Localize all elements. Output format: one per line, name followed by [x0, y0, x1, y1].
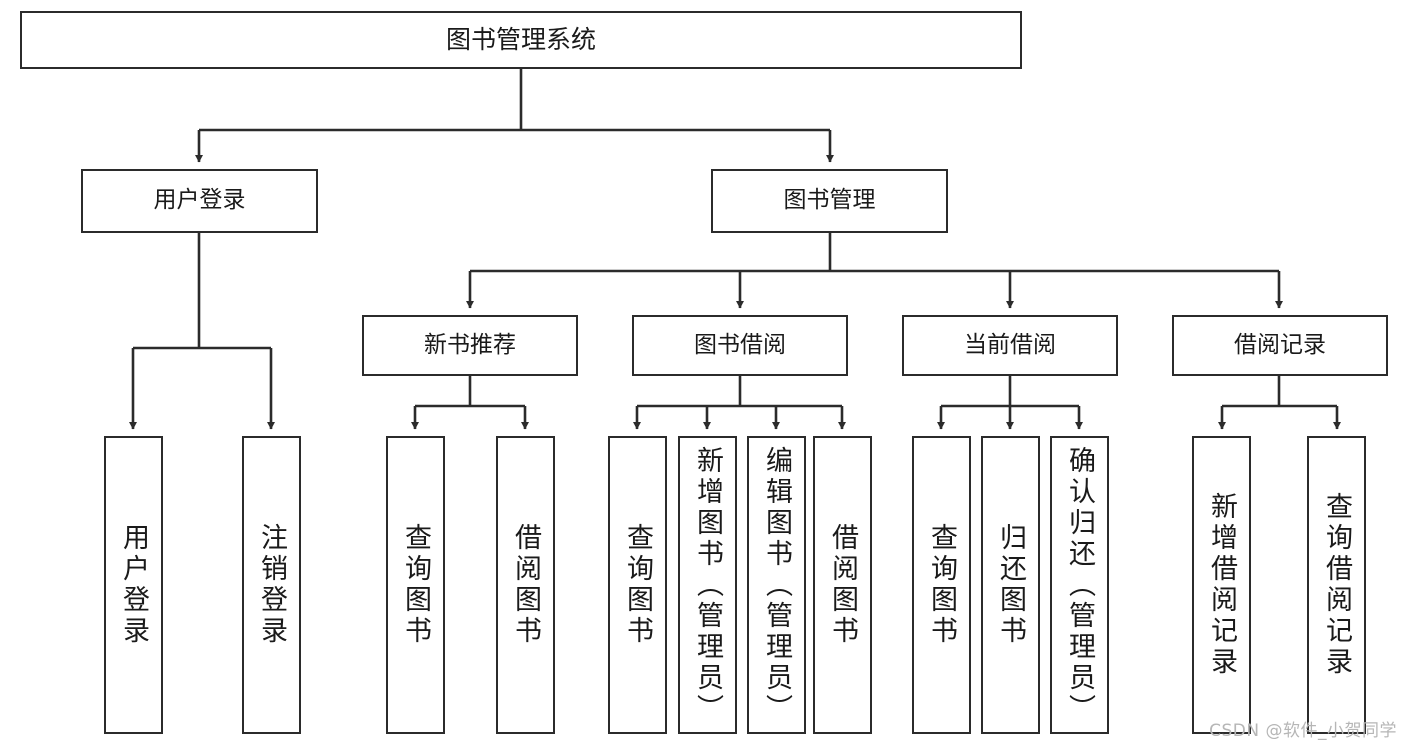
node-leaf-borrow-book-1-label: 借阅图书 — [510, 523, 541, 647]
node-book-manage-label: 图书管理 — [783, 187, 876, 214]
node-leaf-confirm-return-label: 确认归还（管理员） — [1064, 445, 1095, 725]
node-leaf-query-book-3-label: 查询图书 — [926, 523, 957, 647]
node-leaf-query-book-1[interactable]: 查询图书 — [386, 436, 445, 734]
node-leaf-logout-label: 注销登录 — [256, 523, 287, 647]
node-book-borrow-label: 图书借阅 — [694, 331, 786, 358]
node-leaf-add-record[interactable]: 新增借阅记录 — [1192, 436, 1251, 734]
node-leaf-return-book[interactable]: 归还图书 — [981, 436, 1040, 734]
node-user-login-label: 用户登录 — [153, 187, 246, 214]
node-user-login[interactable]: 用户登录 — [81, 169, 318, 233]
node-new-book-rec[interactable]: 新书推荐 — [362, 315, 578, 376]
node-leaf-query-book-1-label: 查询图书 — [400, 523, 431, 647]
node-leaf-user-login-label: 用户登录 — [118, 523, 149, 647]
node-leaf-logout[interactable]: 注销登录 — [242, 436, 301, 734]
node-leaf-borrow-book-2-label: 借阅图书 — [827, 523, 858, 647]
node-leaf-confirm-return[interactable]: 确认归还（管理员） — [1050, 436, 1109, 734]
node-book-manage[interactable]: 图书管理 — [711, 169, 948, 233]
node-leaf-query-book-2[interactable]: 查询图书 — [608, 436, 667, 734]
node-current-borrow[interactable]: 当前借阅 — [902, 315, 1118, 376]
node-leaf-add-record-label: 新增借阅记录 — [1206, 492, 1237, 678]
node-leaf-query-book-2-label: 查询图书 — [622, 523, 653, 647]
node-leaf-query-record-label: 查询借阅记录 — [1321, 492, 1352, 678]
node-current-borrow-label: 当前借阅 — [964, 331, 1056, 358]
node-leaf-borrow-book-2[interactable]: 借阅图书 — [813, 436, 872, 734]
node-root-label: 图书管理系统 — [445, 25, 596, 55]
node-leaf-add-book-label: 新增图书（管理员） — [692, 445, 723, 725]
node-leaf-edit-book-label: 编辑图书（管理员） — [761, 445, 792, 725]
watermark: CSDN @软件_小贺同学 — [1209, 721, 1397, 741]
node-root[interactable]: 图书管理系统 — [20, 11, 1022, 69]
node-leaf-add-book[interactable]: 新增图书（管理员） — [678, 436, 737, 734]
node-leaf-query-book-3[interactable]: 查询图书 — [912, 436, 971, 734]
node-leaf-user-login[interactable]: 用户登录 — [104, 436, 163, 734]
node-leaf-query-record[interactable]: 查询借阅记录 — [1307, 436, 1366, 734]
node-borrow-record-label: 借阅记录 — [1234, 331, 1326, 358]
node-leaf-borrow-book-1[interactable]: 借阅图书 — [496, 436, 555, 734]
node-book-borrow[interactable]: 图书借阅 — [632, 315, 848, 376]
node-new-book-rec-label: 新书推荐 — [424, 331, 516, 358]
node-leaf-return-book-label: 归还图书 — [995, 523, 1026, 647]
node-borrow-record[interactable]: 借阅记录 — [1172, 315, 1388, 376]
node-leaf-edit-book[interactable]: 编辑图书（管理员） — [747, 436, 806, 734]
